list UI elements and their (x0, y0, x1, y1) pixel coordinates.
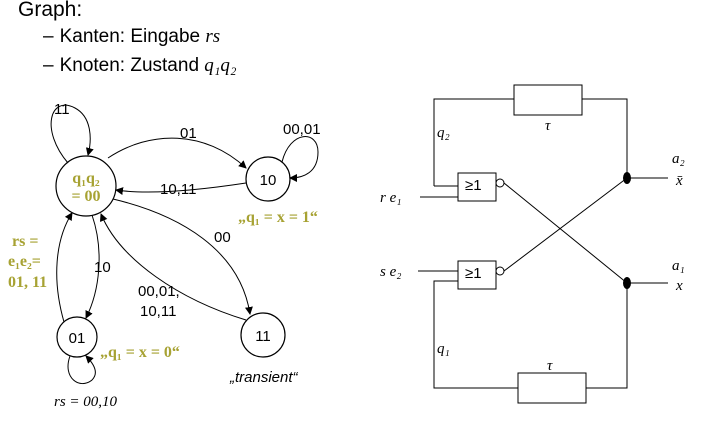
edge-00-to-01-label: 10 (94, 259, 111, 276)
bullet-edges-text: Kanten: Eingabe (59, 26, 206, 47)
state-node-01 (56, 316, 98, 358)
state-10-label: 10 (260, 172, 277, 189)
bullet-dash: – (43, 26, 54, 47)
edge-11-to-00-label-b: 10,11 (140, 303, 176, 320)
edge-10-to-00 (115, 182, 247, 195)
gate-top-label: ≥1 (465, 177, 482, 194)
tau-top-label: τ (545, 118, 551, 134)
state-11-label: 11 (255, 328, 271, 345)
nor-gate-top (457, 172, 497, 202)
q2-label: q₂ (437, 125, 450, 141)
edge-11-to-00 (99, 213, 247, 321)
note-values: 01, 11 (8, 274, 47, 291)
cross-wire-top-to-x (503, 182, 628, 284)
output-xbar-label: x̄ (675, 173, 683, 189)
state-main-eq: = 00 (71, 188, 100, 205)
self-loop-00 (50, 104, 94, 164)
output-x-label: x (675, 278, 683, 294)
edge-00-to-10-label: 01 (180, 125, 197, 142)
q1-label: q₁ (437, 341, 450, 357)
gate-bottom-label: ≥1 (465, 265, 482, 282)
note-e1e2: e₁e₂= (8, 253, 41, 270)
edge-11-to-00-label-a: 00,01, (138, 283, 180, 300)
bullet-nodes: –Knoten: Zustand q₁q₂ (43, 55, 237, 77)
delay-box-top (513, 84, 583, 116)
note-transient: „transient“ (229, 369, 299, 386)
feedback-wire-bottom-right (586, 283, 628, 389)
edge-01-to-00 (56, 212, 73, 323)
output-a2-label: a₂ (672, 151, 685, 167)
edge-00-to-11 (112, 198, 253, 315)
bullet-edges: –Kanten: Eingabe rs (43, 26, 220, 48)
self-loop-10 (281, 136, 319, 182)
cross-wire-bottom-to-xbar (503, 177, 628, 272)
state-main-label: q₁q₂ (72, 170, 100, 187)
note-rs: rs = (12, 233, 38, 250)
note-state10: „q₁ = x = 1“ (238, 209, 318, 226)
state-node-11 (240, 312, 286, 358)
flip-flop-circuit: τ τ q₂ q₁ r e₁ s e₂ ≥1 ≥1 a₂ x̄ a₁ x (380, 84, 685, 404)
state-node-00 (55, 155, 117, 217)
edge-00-to-10 (107, 137, 247, 169)
tau-bottom-label: τ (547, 358, 553, 374)
note-state01: „q₁ = x = 0“ (100, 344, 180, 361)
edge-00-to-01 (85, 214, 100, 319)
edge-00-to-11-label: 00 (214, 229, 231, 246)
nor-gate-bottom-bubble (495, 266, 505, 276)
state-01-label: 01 (69, 330, 86, 347)
input-r-label: r e₁ (380, 190, 401, 206)
feedback-wire-bottom (433, 280, 518, 389)
feedback-wire-top-right (582, 98, 628, 178)
nor-gate-bottom (457, 260, 497, 290)
self-loop-10-label: 00,01 (283, 121, 321, 138)
output-a1-label: a₁ (672, 258, 685, 274)
bullet-nodes-text: Knoten: Zustand (59, 55, 205, 76)
edge-10-to-00-label: 10,11 (160, 181, 196, 198)
feedback-wire-top (433, 98, 514, 186)
self-loop-01 (67, 355, 96, 385)
self-loop-01-label: rs = 00,10 (54, 394, 118, 410)
bullet-nodes-math: q₁q₂ (204, 55, 237, 76)
nor-gate-top-bubble (495, 178, 505, 188)
input-s-label: s e₂ (380, 264, 401, 280)
state-graph: q₁q₂ = 00 10 01 11 11 01 10,11 00,01 00 … (8, 101, 321, 410)
delay-box-bottom (517, 372, 587, 404)
bullet-edges-math: rs (205, 26, 221, 47)
graph-title: Graph: (18, 0, 83, 21)
bullet-dash: – (43, 55, 54, 76)
self-loop-00-label: 11 (54, 101, 70, 118)
